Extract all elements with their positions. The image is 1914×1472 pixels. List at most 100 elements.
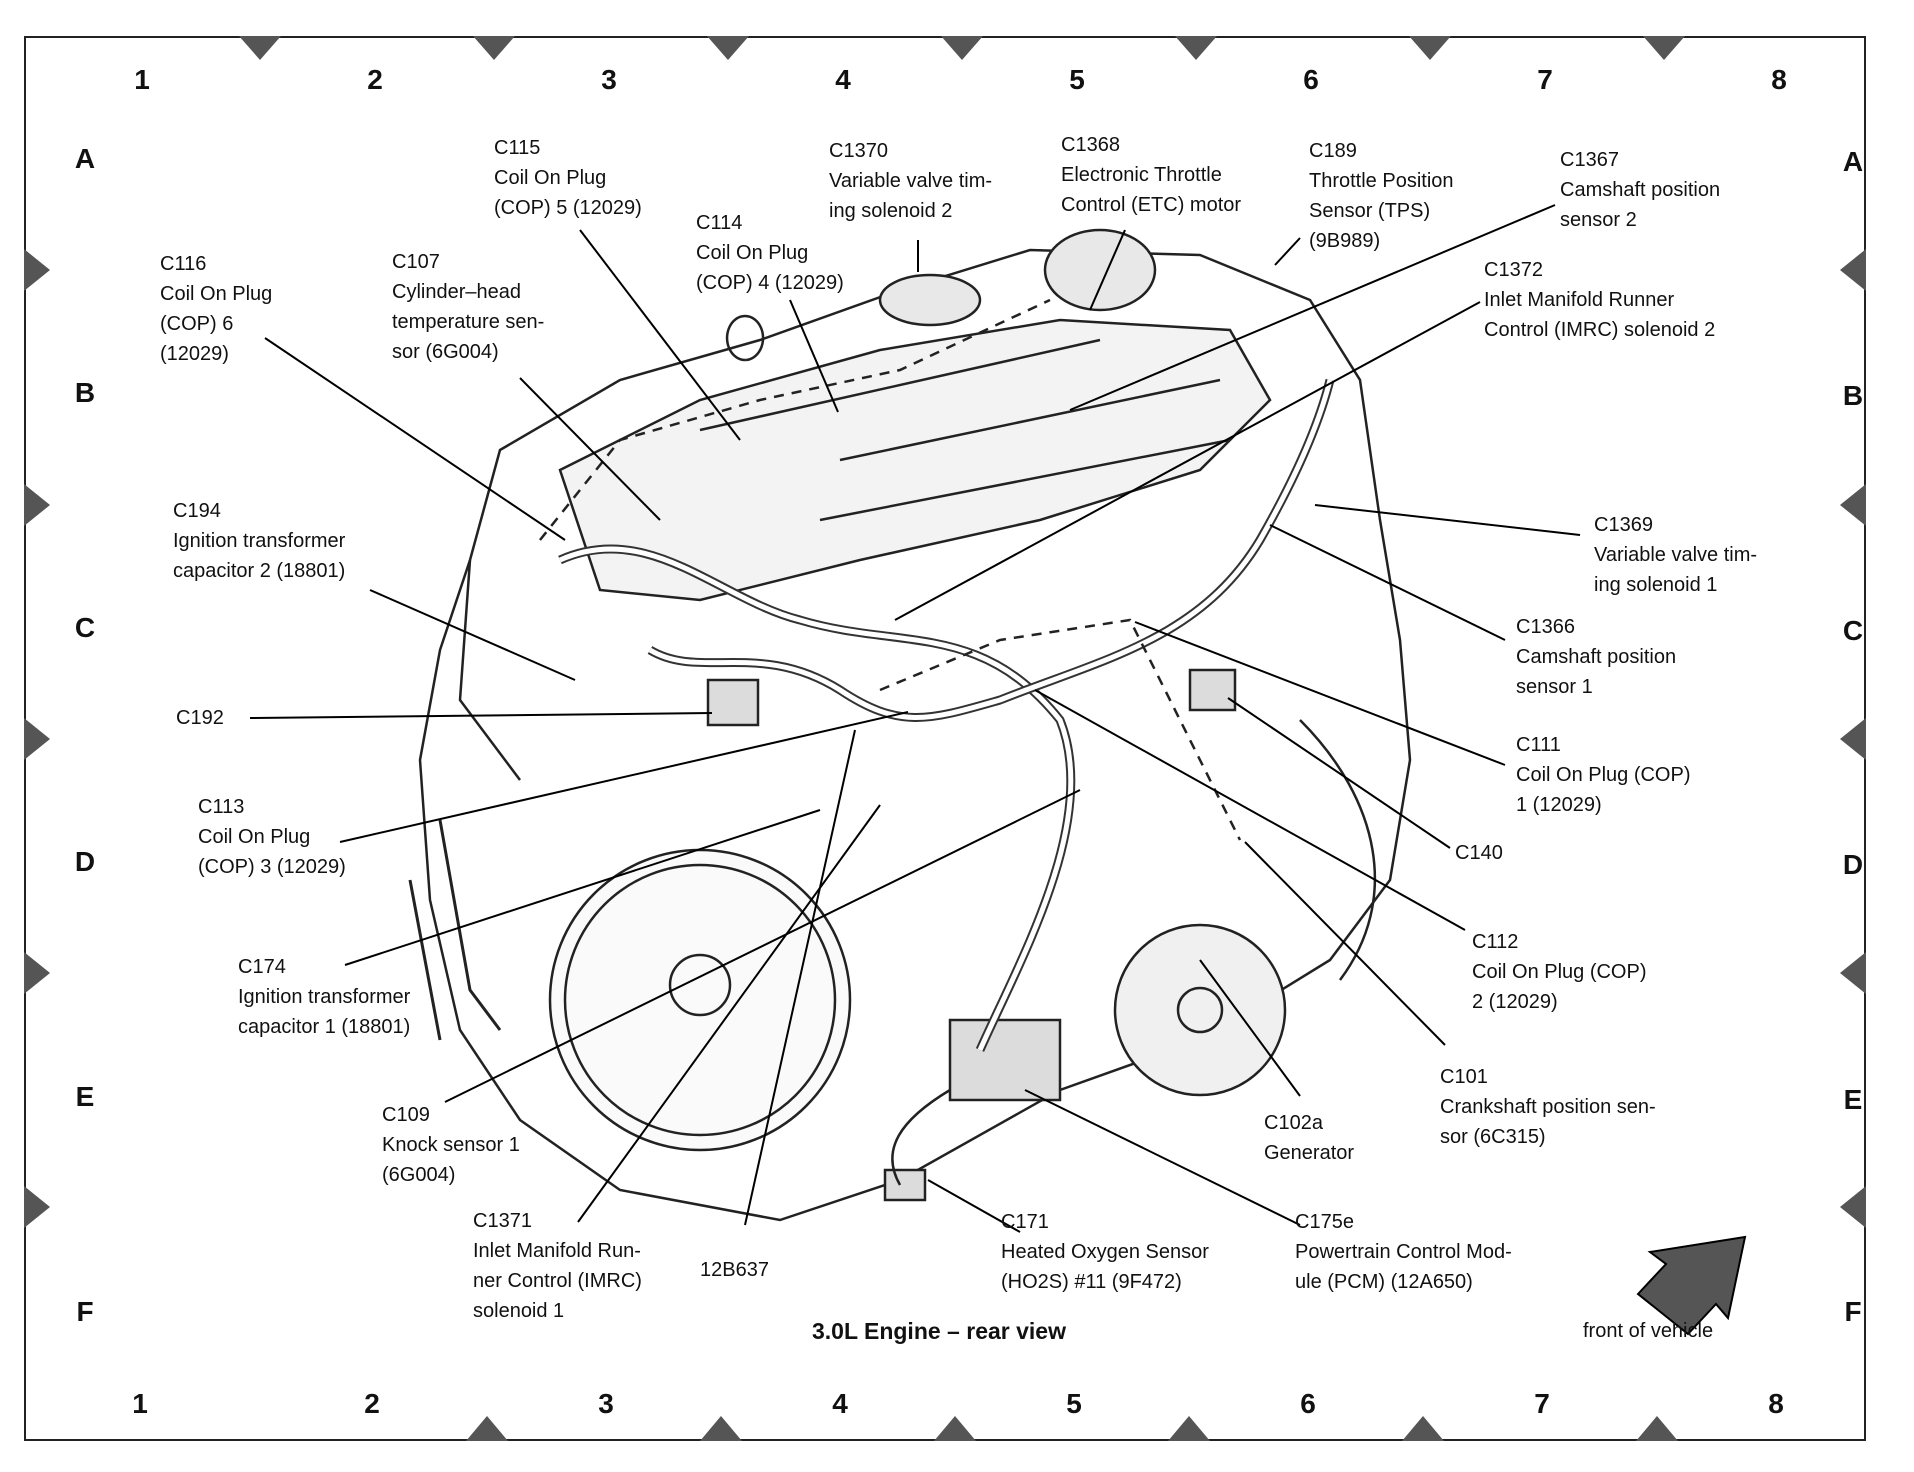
leader-c1367 bbox=[1069, 204, 1556, 411]
front-of-vehicle-label: front of vehicle bbox=[1583, 1320, 1714, 1342]
leader-c109 bbox=[444, 789, 1081, 1103]
grid-row-right-b: B bbox=[1842, 380, 1864, 411]
leader-lines bbox=[249, 204, 1581, 1233]
leader-c12b637 bbox=[744, 729, 856, 1226]
flywheel bbox=[548, 848, 852, 1152]
callout-12b637: 12B637 bbox=[700, 1259, 769, 1281]
leader-c1368 bbox=[1089, 229, 1126, 311]
grid-row-left-f: F bbox=[76, 1296, 94, 1327]
diagram-caption: 3.0L Engine – rear view bbox=[812, 1318, 1066, 1344]
grid-row-left-c: C bbox=[74, 612, 96, 643]
pcm-lead bbox=[891, 1088, 951, 1186]
leader-c189 bbox=[1274, 237, 1301, 266]
grid-row-right-f: F bbox=[1844, 1296, 1862, 1327]
wiring-dashed bbox=[879, 618, 1242, 841]
leader-c115 bbox=[579, 229, 741, 441]
frame-markers bbox=[24, 36, 1866, 1441]
grid-row-right-a: A bbox=[1842, 146, 1864, 177]
grid-col-bottom-6: 6 bbox=[1300, 1388, 1316, 1419]
grid-col-top-1: 1 bbox=[134, 64, 150, 95]
flywheel-ring bbox=[563, 863, 837, 1137]
callout-c192: C192 bbox=[176, 707, 224, 729]
leader-c107 bbox=[519, 377, 661, 521]
grid-row-left-a: A bbox=[74, 143, 96, 174]
front-arrow-icon bbox=[1636, 1235, 1747, 1336]
manifold-runner bbox=[699, 338, 1101, 432]
leader-c194 bbox=[369, 589, 576, 681]
grid-col-top-2: 2 bbox=[367, 64, 383, 95]
leader-c174 bbox=[344, 809, 821, 966]
callout-c140: C140 bbox=[1455, 842, 1503, 864]
grid-col-bottom-7: 7 bbox=[1534, 1388, 1550, 1419]
vvt-solenoid bbox=[878, 273, 982, 327]
leader-c175e bbox=[1024, 1089, 1301, 1226]
grid-col-top-3: 3 bbox=[601, 64, 617, 95]
exhaust-pipe bbox=[408, 879, 442, 1041]
grid-col-bottom-8: 8 bbox=[1768, 1388, 1784, 1419]
leader-c101 bbox=[1244, 841, 1446, 1046]
grid-col-bottom-4: 4 bbox=[832, 1388, 848, 1419]
leader-c171 bbox=[927, 1179, 1021, 1233]
leader-c1371 bbox=[577, 804, 881, 1223]
grid-col-top-5: 5 bbox=[1069, 64, 1085, 95]
engine-illustration bbox=[408, 228, 1412, 1222]
flywheel-hub bbox=[668, 953, 732, 1017]
leader-c140 bbox=[1227, 697, 1451, 849]
grid-row-left-b: B bbox=[74, 377, 96, 408]
wiring-harness bbox=[558, 546, 1074, 1052]
leader-c1366 bbox=[1269, 524, 1506, 641]
grid-col-top-8: 8 bbox=[1771, 64, 1787, 95]
leader-c114 bbox=[789, 299, 839, 413]
exhaust-pipe bbox=[438, 819, 502, 1031]
grid-col-bottom-1: 1 bbox=[132, 1388, 148, 1419]
wiring-dashed bbox=[539, 298, 1051, 541]
belt bbox=[1299, 719, 1377, 981]
grid-col-bottom-5: 5 bbox=[1066, 1388, 1082, 1419]
grid-row-left-d: D bbox=[74, 846, 96, 877]
grid-row-right-c: C bbox=[1842, 615, 1864, 646]
manifold-runner bbox=[819, 438, 1231, 522]
ho2s-connector bbox=[883, 1168, 927, 1202]
leader-c1369 bbox=[1314, 504, 1581, 536]
generator bbox=[1113, 923, 1287, 1097]
grid-row-left-e: E bbox=[75, 1081, 95, 1112]
leader-c111 bbox=[1134, 621, 1506, 766]
leader-c1372 bbox=[894, 301, 1481, 621]
leader-c102a bbox=[1199, 959, 1301, 1097]
grid-col-bottom-2: 2 bbox=[364, 1388, 380, 1419]
grid-col-bottom-3: 3 bbox=[598, 1388, 614, 1419]
throttle-body bbox=[1043, 228, 1157, 312]
leader-c112 bbox=[1034, 689, 1466, 931]
manifold-runner bbox=[839, 378, 1221, 462]
wiring-harness bbox=[648, 379, 1333, 720]
leader-c116 bbox=[264, 337, 566, 541]
grid-row-right-d: D bbox=[1842, 849, 1864, 880]
generator-hub bbox=[1176, 986, 1224, 1034]
camshaft-connector bbox=[1188, 668, 1237, 712]
leader-c113 bbox=[339, 711, 909, 843]
grid-row-right-e: E bbox=[1843, 1084, 1863, 1115]
pcm-connector bbox=[948, 1018, 1062, 1102]
grid-col-top-6: 6 bbox=[1303, 64, 1319, 95]
